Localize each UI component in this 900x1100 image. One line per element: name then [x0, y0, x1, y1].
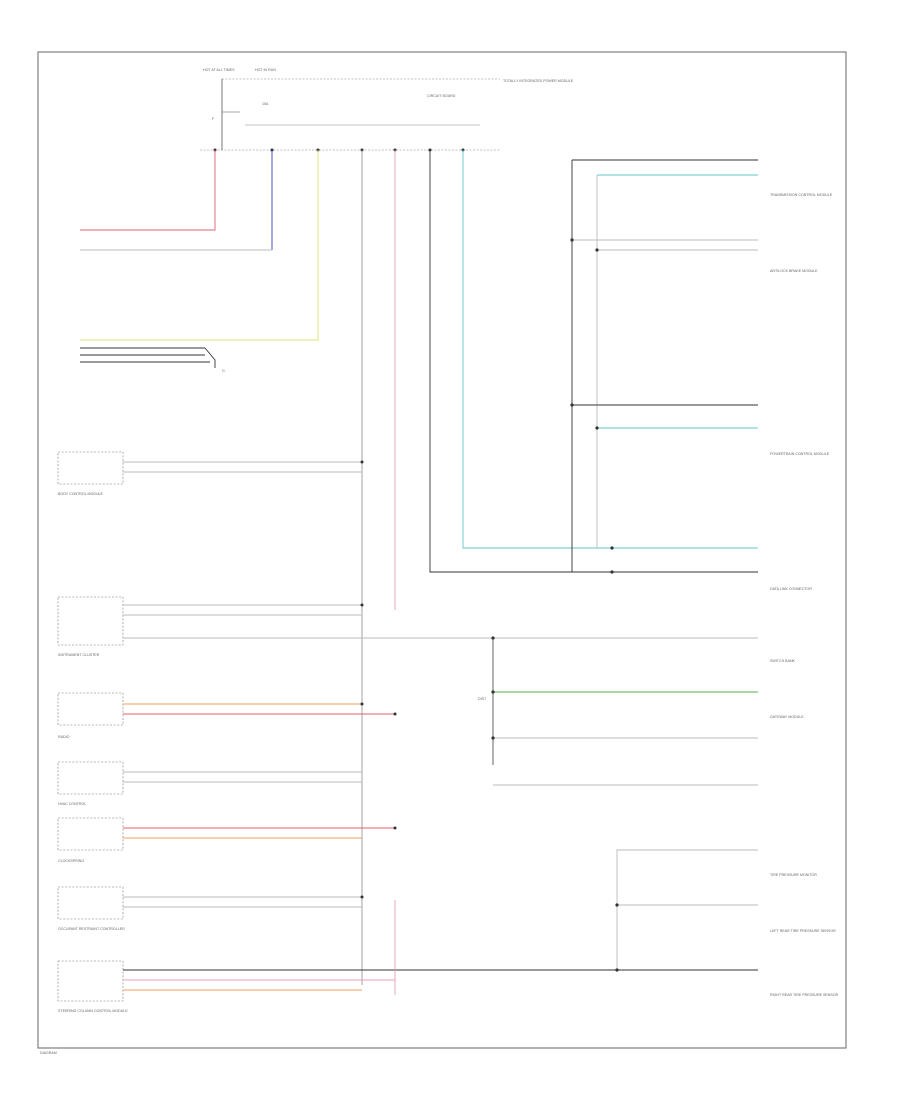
component-box-1 — [57, 451, 124, 485]
right-label-8: LEFT REAR TIRE PRESSURE SENSOR — [770, 929, 836, 933]
wire-red-feed — [80, 150, 216, 231]
sp-r2 — [491, 690, 495, 694]
right-components: TRANSMISSION CONTROL MODULE ANTILOCK BRA… — [770, 193, 839, 997]
right-lower-wires: DIST — [478, 636, 758, 972]
component-box-6 — [57, 886, 124, 920]
w-r-tpms — [616, 849, 758, 970]
component-label-1: BODY CONTROL MODULE — [58, 492, 104, 496]
left-connector-stack: G — [80, 249, 272, 373]
splice-4 — [595, 426, 599, 430]
right-label-9: RIGHT REAR TIRE PRESSURE SENSOR — [770, 993, 839, 997]
component-label-4: HVAC CONTROL — [58, 802, 86, 806]
component-box-2 — [57, 596, 124, 646]
wire-black-loop — [429, 150, 758, 573]
sp-r3 — [491, 736, 495, 740]
component-label-3: RADIO — [58, 735, 70, 739]
right-label-1: TRANSMISSION CONTROL MODULE — [770, 193, 833, 197]
sp-l4 — [393, 712, 397, 716]
right-label-2: ANTILOCK BRAKE MODULE — [770, 269, 818, 273]
ground-join — [204, 347, 216, 368]
right-label-7: TIRE PRESSURE MONITOR — [770, 873, 817, 877]
component-box-4 — [57, 761, 124, 795]
splice-2 — [595, 248, 599, 252]
footer-label: DIAGRAM — [40, 1051, 57, 1055]
sp-l6 — [360, 895, 364, 899]
sp-r5 — [615, 968, 619, 972]
splice-3 — [570, 403, 574, 407]
component-box-7 — [57, 960, 124, 1002]
hot-label-2: HOT IN RUN — [255, 68, 276, 72]
circuit-board-label: CIRCUIT BOARD — [427, 94, 456, 98]
right-label-5: SWITCH BANK — [770, 659, 796, 663]
right-label-4: DATA LINK CONNECTOR — [770, 587, 812, 591]
sp-r1 — [491, 636, 495, 640]
power-module: HOT AT ALL TIMES HOT IN RUN CIRCUIT BOAR… — [200, 68, 574, 152]
sp-l3 — [360, 702, 364, 706]
left-components: BODY CONTROL MODULE INSTRUMENT CLUSTER R… — [57, 451, 128, 1013]
component-box-3 — [57, 692, 124, 726]
right-label-6: GATEWAY MODULE — [770, 715, 804, 719]
splice-1 — [570, 238, 574, 242]
wire-cyan-loop — [462, 150, 758, 549]
right-label-3: POWERTRAIN CONTROL MODULE — [770, 452, 830, 456]
fuse-rating: 10A — [262, 102, 269, 106]
sp-l2 — [360, 603, 364, 607]
diagram-frame — [37, 51, 847, 1049]
module-label: TOTALLY INTEGRATED POWER MODULE — [503, 79, 574, 83]
wire-yellow — [80, 150, 319, 341]
dist-label: DIST — [478, 697, 487, 701]
splice-6 — [610, 570, 614, 574]
component-label-5: CLOCKSPRING — [58, 859, 84, 863]
sp-l5 — [393, 826, 397, 830]
component-box-5 — [57, 817, 124, 851]
hot-label-1: HOT AT ALL TIMES — [203, 68, 235, 72]
component-label-7: STEERING COLUMN CONTROL MODULE — [58, 1009, 128, 1013]
component-label-6: OCCUPANT RESTRAINT CONTROLLER — [58, 927, 125, 931]
ground-label: G — [222, 369, 225, 373]
left-component-wires — [123, 460, 758, 995]
module-pins — [213, 148, 465, 152]
sp-r4 — [615, 903, 619, 907]
splice-5 — [610, 546, 614, 550]
component-label-2: INSTRUMENT CLUSTER — [58, 653, 100, 657]
fuse-label: F — [212, 117, 215, 121]
sp-l1 — [360, 460, 364, 464]
